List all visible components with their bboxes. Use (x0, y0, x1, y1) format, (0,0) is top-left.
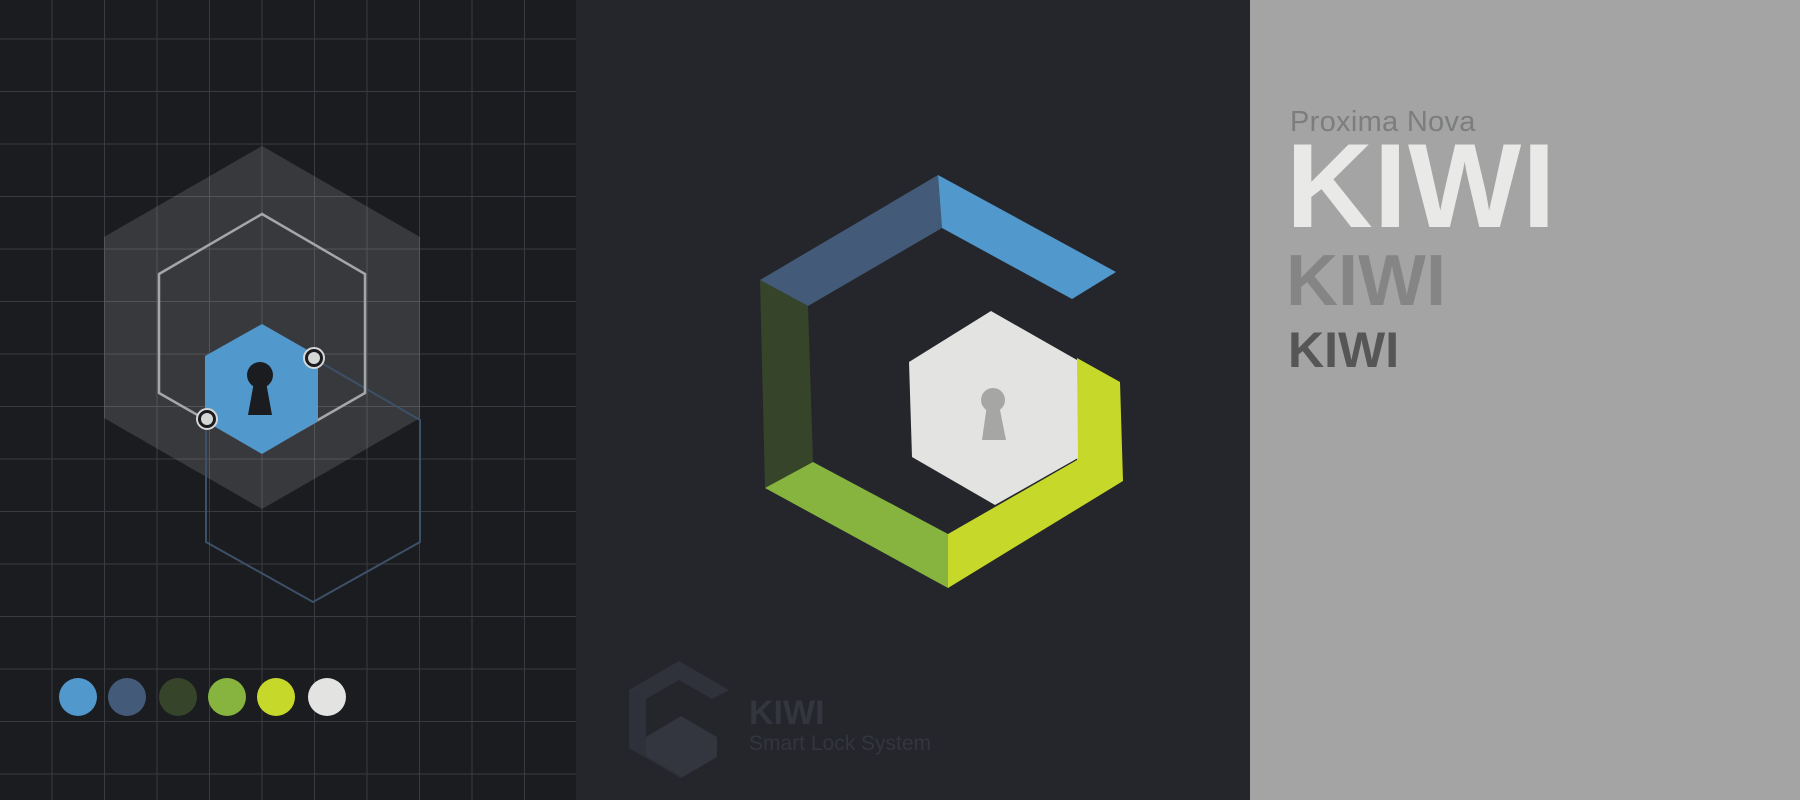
logo-face-lime (948, 358, 1123, 588)
logo-face-slate (760, 175, 942, 306)
keyhole-slot (248, 382, 272, 415)
wordmark-large: KIWI (1286, 119, 1557, 253)
wordmark-small: KIWI (1288, 322, 1400, 378)
hexagon-keyhole-construction-icon (104, 146, 421, 604)
watermark-tagline: Smart Lock System (749, 732, 932, 755)
color-swatch-lime (257, 678, 295, 716)
logo-panel (576, 0, 1250, 800)
logo-keyhole-slot (982, 405, 1006, 440)
kiwi-small-logo-icon (629, 661, 729, 778)
wordmark-medium: KIWI (1286, 241, 1446, 321)
color-swatch-off-white (308, 678, 346, 716)
watermark-brand-name: KIWI (749, 694, 825, 732)
keyhole-circle (247, 362, 273, 388)
logo-face-blue (938, 175, 1116, 299)
color-swatch-green (208, 678, 246, 716)
logo-face-green (765, 462, 948, 588)
color-swatch-slate (108, 678, 146, 716)
font-name-label: Proxima Nova (1290, 106, 1476, 138)
typography-panel: Proxima Nova KIWI KIWI KIWI (1250, 0, 1800, 800)
logo-face-olive (760, 280, 813, 488)
color-swatch-dark-olive (159, 678, 197, 716)
color-swatch-blue (59, 678, 97, 716)
construction-grid-panel (0, 0, 576, 800)
kiwi-hexagon-keyhole-logo-icon (760, 175, 1123, 588)
